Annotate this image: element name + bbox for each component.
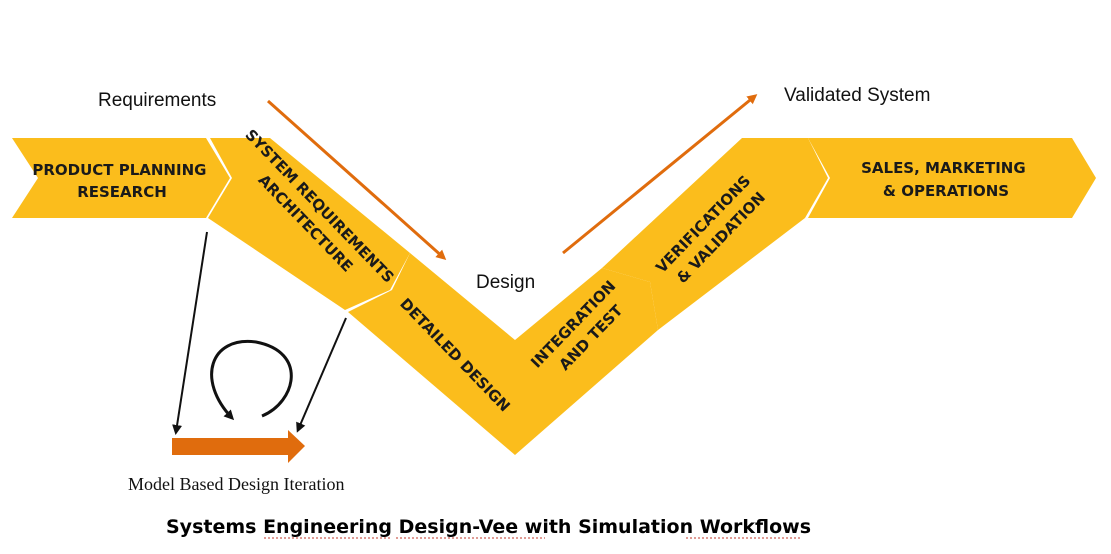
validated-system-label: Validated System [784,85,930,106]
stage-sales-marketing-line1: SALES, MARKETING [861,159,1026,177]
stage-sales-marketing-line2: & OPERATIONS [883,182,1009,200]
requirements-to-iteration-arrow [296,317,347,433]
requirements-down-arrow [267,99,447,260]
stage-sales-marketing-label: SALES, MARKETING & OPERATIONS [861,159,1031,200]
stage-sales-marketing: SALES, MARKETING & OPERATIONS [808,138,1096,218]
stage-verification-validation-shape [602,138,828,330]
stage-product-planning-shape [12,138,230,218]
validation-up-arrow [562,94,758,255]
circular-loop-arrow-icon [210,339,293,421]
stage-product-planning-label: PRODUCT PLANNING RESEARCH [32,161,211,201]
stage-product-planning-line1: PRODUCT PLANNING [32,161,206,179]
stage-system-requirements-shape [208,138,410,310]
stage-system-requirements: SYSTEM REQUIREMENTS ARCHITECTURE [208,126,410,310]
stage-detailed-design-shape [348,253,515,455]
requirements-label: Requirements [98,90,216,111]
planning-to-iteration-arrow [172,231,208,435]
diagram-caption: Systems Engineering Design-Vee with Simu… [166,516,811,538]
stage-sales-marketing-shape [808,138,1096,218]
model-based-iteration-label: Model Based Design Iteration [128,474,344,494]
stage-integration-test-shape [515,268,658,455]
thick-right-arrow-icon [172,430,305,463]
design-label: Design [476,272,535,293]
stage-product-planning: PRODUCT PLANNING RESEARCH [12,138,230,218]
stage-product-planning-line2: RESEARCH [77,183,167,201]
stage-integration-test: INTEGRATION AND TEST [515,268,658,455]
